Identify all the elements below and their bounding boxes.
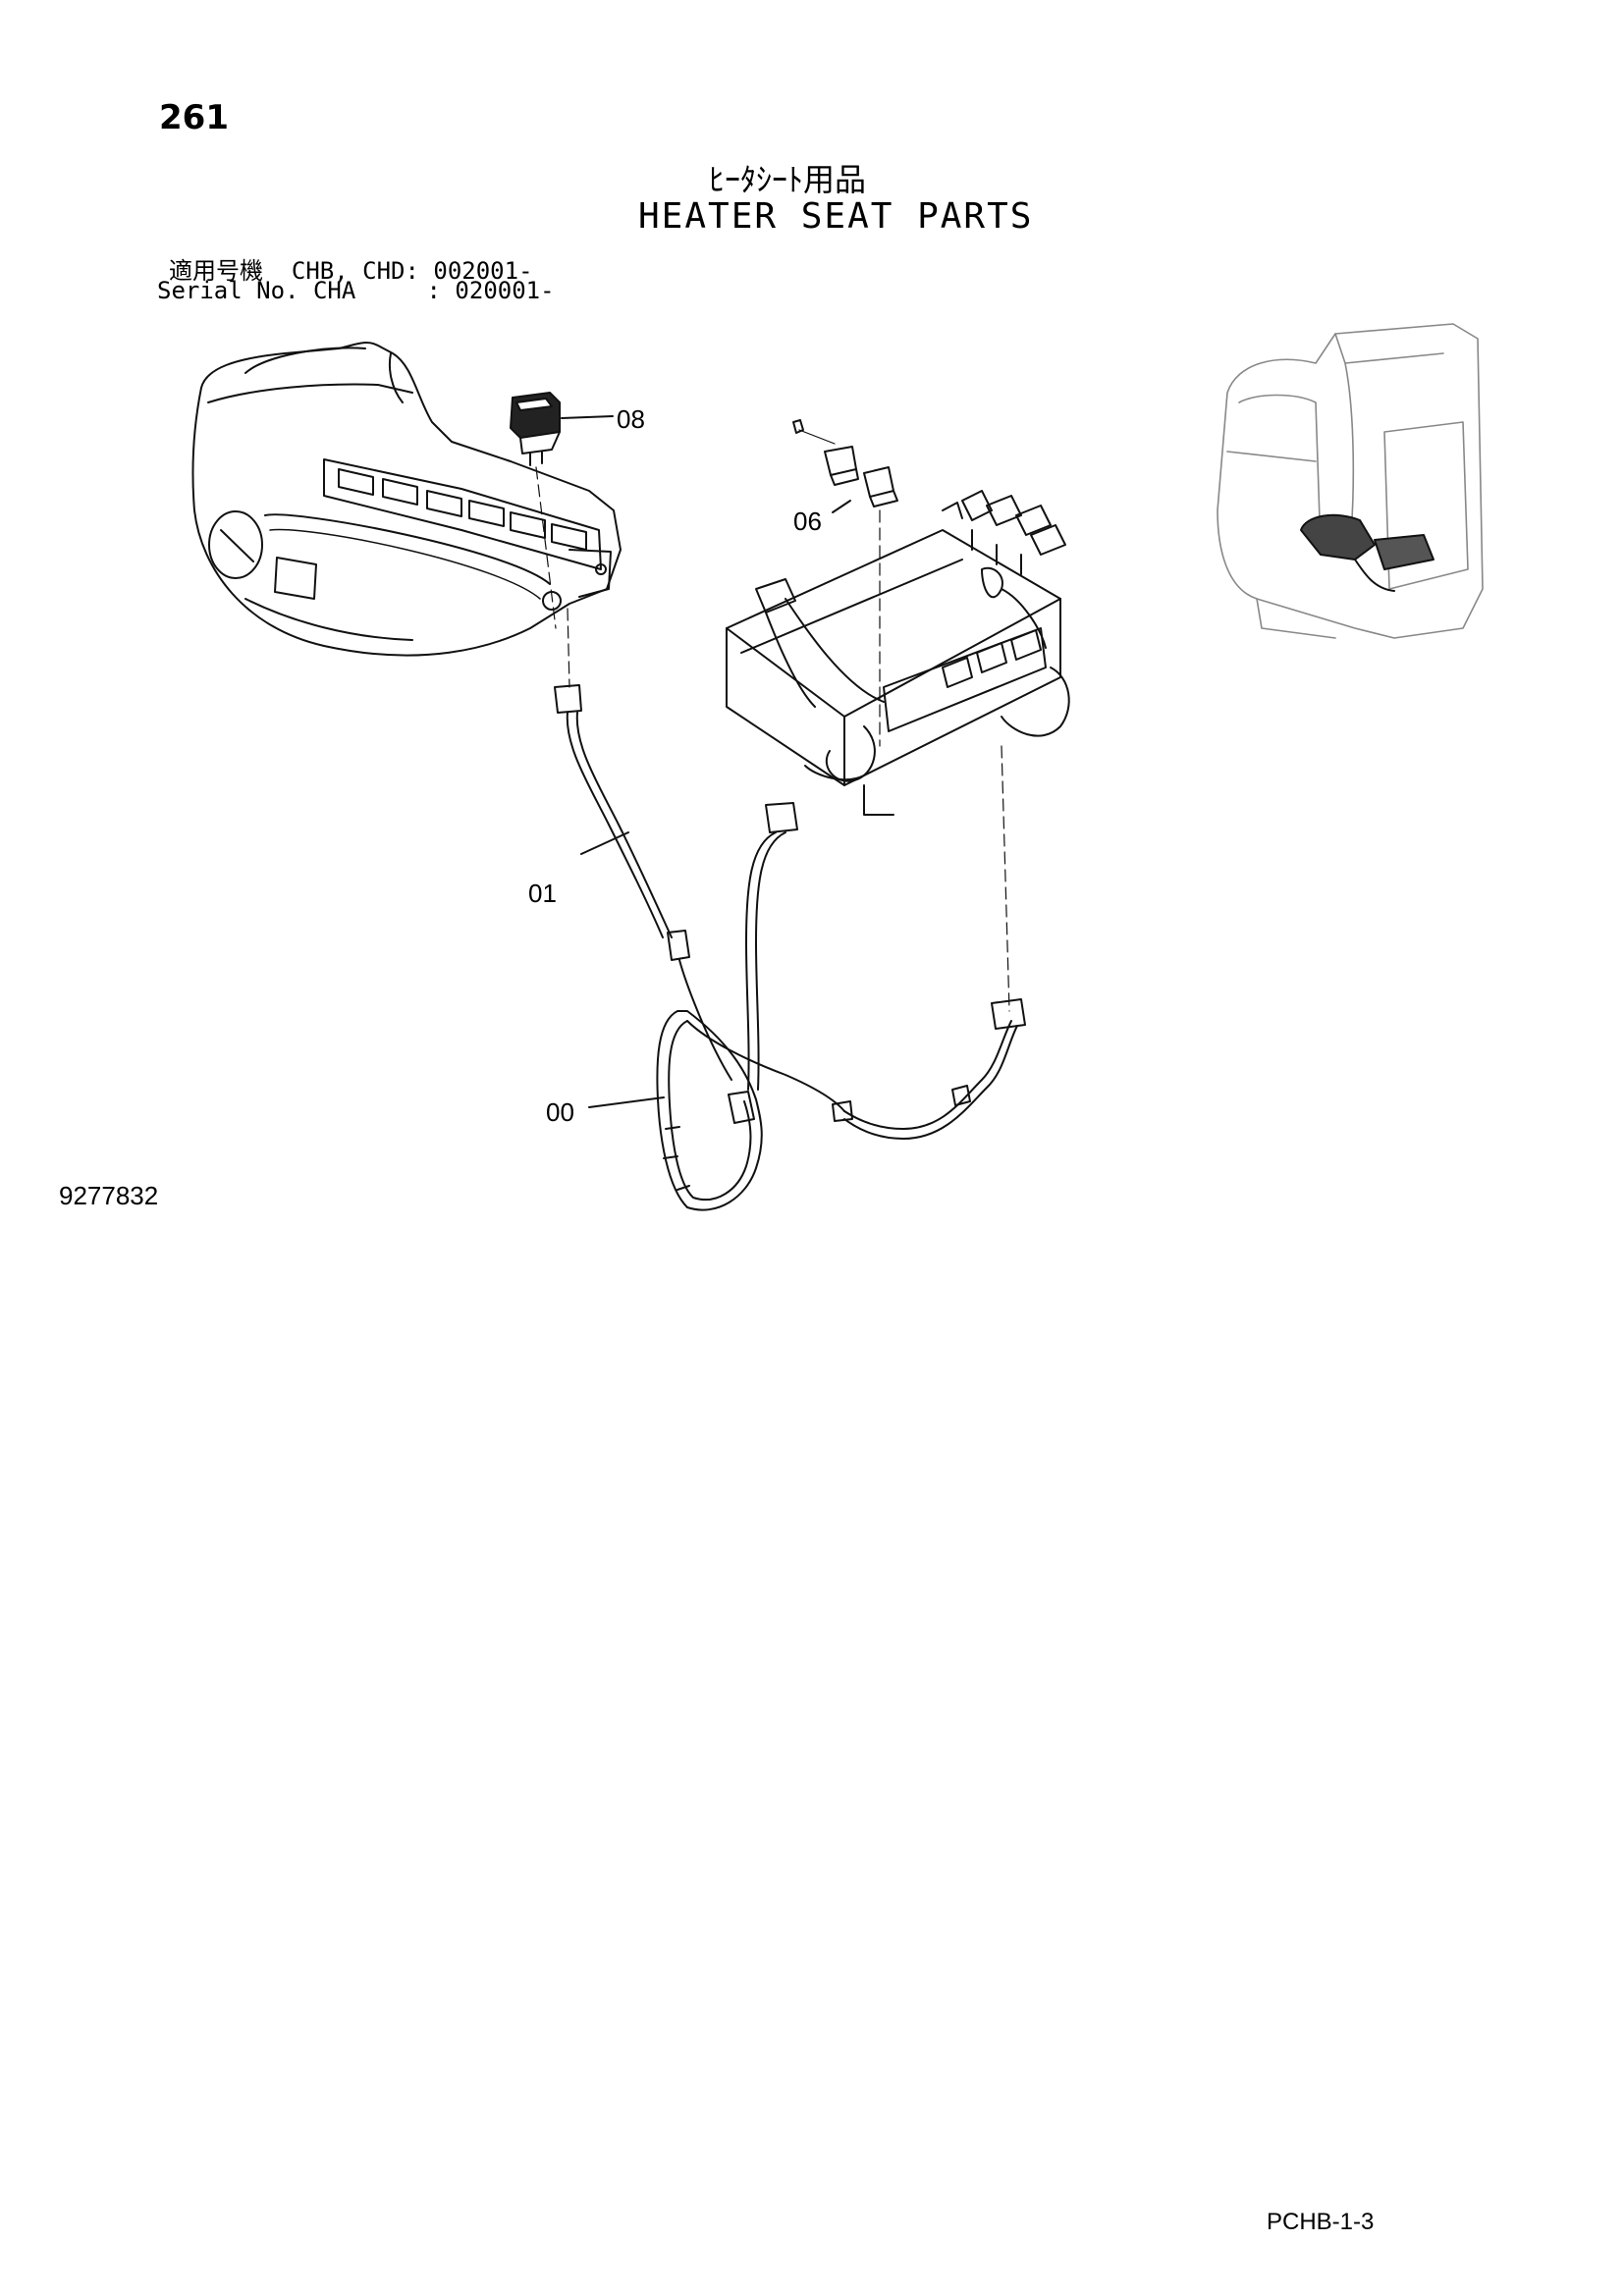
rocker-switch-icon bbox=[510, 392, 561, 466]
serial-applicability-line-1: 適用号機 CHB, CHD: 002001- bbox=[169, 257, 533, 285]
title-japanese: ﾋｰﾀｼｰﾄ用品 bbox=[709, 161, 867, 198]
cab-console-highlight bbox=[1300, 513, 1435, 592]
centerline-01 bbox=[567, 608, 570, 688]
callout-01: 01 bbox=[528, 879, 557, 908]
relay-icon bbox=[792, 419, 898, 507]
leader-01 bbox=[580, 831, 629, 855]
leader-06 bbox=[832, 500, 851, 513]
callout-00: 00 bbox=[546, 1097, 574, 1127]
page-code: PCHB-1-3 bbox=[1267, 2209, 1375, 2235]
title-english: HEATER SEAT PARTS bbox=[638, 196, 1034, 237]
leader-00 bbox=[588, 1096, 665, 1108]
operator-console-icon bbox=[191, 342, 622, 657]
centerline-connector bbox=[1001, 745, 1010, 1012]
centerline-08 bbox=[535, 466, 557, 629]
cab-location-icon bbox=[1217, 323, 1484, 639]
wire-harness-icon bbox=[554, 684, 1026, 1211]
leader-08 bbox=[561, 415, 614, 419]
controller-unit-icon bbox=[726, 490, 1070, 816]
callout-08: 08 bbox=[617, 404, 645, 434]
page-number: 261 bbox=[159, 98, 229, 137]
serial-applicability-line-2: Serial No. CHA : 020001- bbox=[157, 277, 555, 304]
drawing-number: 9277832 bbox=[59, 1181, 159, 1210]
callout-06: 06 bbox=[793, 507, 822, 536]
